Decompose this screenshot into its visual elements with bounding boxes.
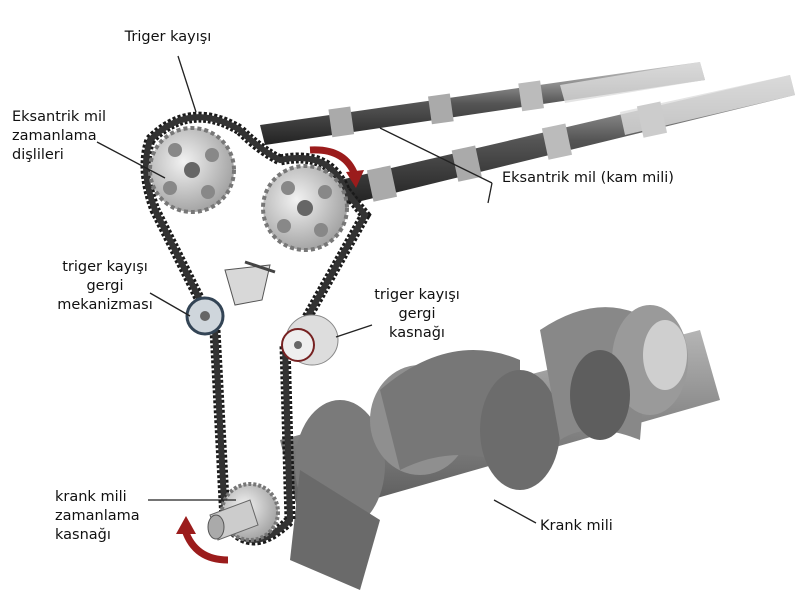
label-crank-pulley: krank mili zamanlama kasnağı — [55, 488, 140, 545]
label-line: krank mili — [55, 489, 127, 505]
cam-gear-right — [261, 164, 349, 252]
label-line: gergi — [398, 306, 436, 322]
label-line: kasnağı — [389, 325, 445, 341]
label-tensioner: triger kayışı gergi mekanizması — [50, 258, 160, 315]
arrow-head-crank — [176, 516, 196, 534]
crankshaft — [280, 305, 720, 590]
label-line: mekanizması — [57, 297, 153, 313]
label-line: kasnağı — [55, 527, 111, 543]
camshaft-lower — [340, 75, 795, 205]
label-line: dişlileri — [12, 147, 64, 163]
rotation-arrow-cam — [309, 146, 359, 177]
label-line: zamanlama — [55, 508, 140, 524]
label-line: triger kayışı — [374, 287, 460, 303]
crank-pulley — [207, 482, 280, 542]
label-camshaft: Eksantrik mil (kam mili) — [502, 170, 674, 186]
cam-gear-left — [148, 126, 236, 214]
label-crankshaft: Krank mili — [540, 518, 613, 534]
label-timing-belt: Triger kayışı — [124, 29, 212, 45]
camshaft-upper — [260, 62, 705, 145]
arrow-head-cam — [346, 170, 364, 188]
label-line: gergi — [86, 278, 124, 294]
tensioner-mechanism — [185, 260, 276, 336]
label-cam-gears: Eksantrik mil zamanlama dişlileri — [12, 108, 122, 165]
label-line: zamanlama — [12, 128, 97, 144]
leader-lines — [96, 55, 537, 524]
rotation-arrow-crank — [181, 528, 229, 564]
label-line: triger kayışı — [62, 259, 148, 275]
label-idler: triger kayışı gergi kasnağı — [362, 286, 472, 343]
label-line: Eksantrik mil — [12, 109, 107, 125]
idler-pulley — [281, 314, 339, 366]
